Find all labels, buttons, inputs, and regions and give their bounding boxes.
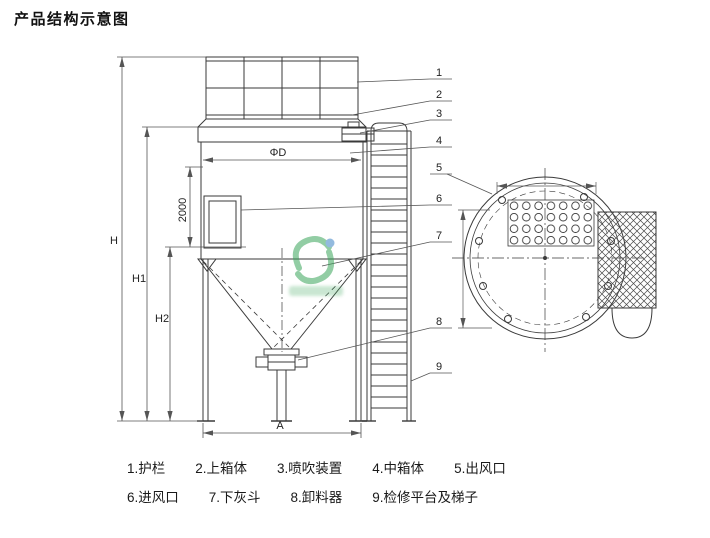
dim-label-phiD: ΦD bbox=[270, 147, 287, 159]
part-number-3: 3 bbox=[436, 108, 442, 120]
part-number-8: 8 bbox=[436, 316, 442, 328]
legend-item-2: 2.上箱体 bbox=[195, 461, 248, 476]
dim-label-H1: H1 bbox=[132, 273, 146, 285]
pulse-jet-device bbox=[341, 121, 375, 142]
discharger bbox=[255, 348, 308, 422]
part-number-6: 6 bbox=[436, 193, 442, 205]
legend-row-2: 6.进风口 7.下灰斗 8.卸料器 9.检修平台及梯子 bbox=[127, 486, 536, 506]
part-number-2: 2 bbox=[436, 89, 442, 101]
legend-item-7: 7.下灰斗 bbox=[208, 490, 261, 505]
part-number-7: 7 bbox=[436, 230, 442, 242]
dim-label-H2: H2 bbox=[155, 313, 169, 325]
dim-label-A: A bbox=[276, 420, 284, 432]
part-numbers: 1 2 3 4 5 6 7 8 9 bbox=[436, 67, 442, 373]
page-title: 产品结构示意图 bbox=[14, 11, 130, 28]
support-legs bbox=[197, 259, 367, 422]
legend-item-8: 8.卸料器 bbox=[290, 490, 343, 505]
top-view-dims bbox=[458, 182, 597, 329]
air-outlet-duct bbox=[597, 211, 657, 309]
outlet-funnel bbox=[611, 307, 653, 339]
watermark-dot-icon bbox=[325, 238, 335, 248]
middle-box bbox=[200, 141, 364, 260]
dim-label-H: H bbox=[110, 235, 118, 247]
legend-row-1: 1.护栏 2.上箱体 3.喷吹装置 4.中箱体 5.出风口 bbox=[127, 457, 536, 477]
watermark-text-blur bbox=[289, 286, 343, 296]
legend-item-6: 6.进风口 bbox=[127, 490, 179, 505]
upper-box bbox=[197, 118, 367, 143]
legend-item-3: 3.喷吹装置 bbox=[277, 461, 343, 476]
air-inlet bbox=[203, 195, 242, 249]
watermark-swirl-bottom bbox=[295, 249, 335, 285]
guardrail bbox=[205, 56, 359, 120]
part-number-9: 9 bbox=[436, 361, 442, 373]
legend-item-9: 9.检修平台及梯子 bbox=[372, 490, 479, 505]
filter-bag-grid bbox=[507, 199, 595, 247]
part-leaders bbox=[240, 78, 493, 382]
part-number-4: 4 bbox=[436, 135, 442, 147]
part-number-1: 1 bbox=[436, 67, 442, 79]
ladder bbox=[362, 122, 416, 422]
dimension-labels: H H1 H2 2000 ΦD A bbox=[110, 147, 286, 432]
watermark-swirl-top bbox=[292, 236, 332, 271]
part-number-5: 5 bbox=[436, 162, 442, 174]
legend-item-4: 4.中箱体 bbox=[372, 461, 425, 476]
legend-item-5: 5.出风口 bbox=[454, 461, 506, 476]
watermark-logo bbox=[289, 236, 343, 296]
legend: 1.护栏 2.上箱体 3.喷吹装置 4.中箱体 5.出风口 6.进风口 7.下灰… bbox=[127, 457, 536, 515]
dim-label-2000: 2000 bbox=[177, 198, 189, 222]
ladder-rungs bbox=[371, 135, 407, 417]
top-view bbox=[452, 168, 657, 352]
dimensions bbox=[117, 56, 362, 438]
elevation-view bbox=[197, 56, 375, 422]
legend-item-1: 1.护栏 bbox=[127, 461, 166, 476]
